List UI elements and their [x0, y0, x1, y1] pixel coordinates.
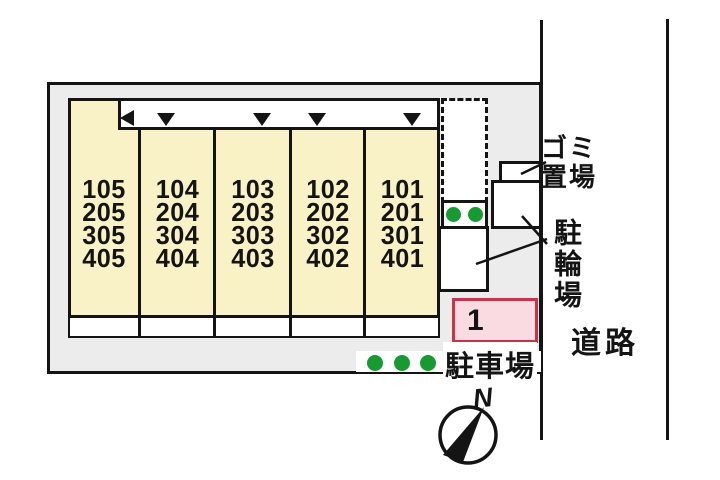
unit-number: 202	[306, 197, 350, 227]
down-triangle-icon	[253, 113, 271, 126]
compass-circle	[438, 405, 498, 465]
unit-number: 203	[231, 197, 275, 227]
unit-divider	[363, 130, 366, 336]
unit-column-104: 104 204 304 404	[141, 174, 214, 273]
shrub-dot-icon	[394, 355, 410, 371]
garbage-label-line2: 置場	[541, 162, 598, 192]
shrub-dot-icon	[420, 355, 436, 371]
unit-number: 201	[380, 197, 425, 227]
down-triangle-icon	[403, 113, 421, 126]
unit-number: 205	[82, 197, 126, 227]
unit-number: 404	[155, 243, 200, 273]
bicycle-parking-label: 駐輪場	[551, 218, 582, 311]
unit-column-101: 101 201 301 401	[366, 174, 439, 273]
unit-number: 403	[231, 243, 275, 273]
garbage-label-line1: ゴミ	[541, 133, 598, 163]
bicycle-parking-lower-box	[438, 226, 489, 292]
garbage-area-label: ゴミ 置場	[541, 134, 597, 192]
unit-number: 204	[155, 197, 200, 227]
shrub-dot-icon	[446, 207, 461, 222]
road-edge-line-outer	[666, 19, 669, 440]
balcony-strip	[70, 315, 438, 336]
parking-space-1: 1	[452, 298, 538, 343]
parking-space-number: 1	[467, 304, 484, 337]
unit-number: 302	[306, 220, 350, 250]
parking-lot-label: 駐車場	[443, 342, 538, 386]
compass-icon	[438, 405, 498, 465]
compass-needle	[443, 407, 484, 462]
bicycle-parking-upper-box	[491, 180, 542, 229]
unit-number: 305	[82, 220, 126, 250]
unit-divider	[138, 130, 141, 336]
unit-number: 101	[380, 174, 425, 204]
unit-number: 103	[231, 174, 275, 204]
unit-number: 301	[380, 220, 425, 250]
unit-column-105: 105 205 305 405	[69, 174, 139, 273]
unit-number: 405	[82, 243, 126, 273]
garbage-area-box	[499, 161, 542, 183]
unit-number: 303	[231, 220, 275, 250]
unit-column-102: 102 202 302 402	[292, 174, 364, 273]
unit-number: 105	[82, 174, 126, 204]
unit-number: 102	[306, 174, 350, 204]
unit-divider	[213, 130, 216, 336]
unit-number: 402	[306, 243, 350, 273]
unit-column-103: 103 203 303 403	[216, 174, 290, 273]
shrub-dot-icon	[367, 355, 383, 371]
compass-north-label: N	[471, 382, 494, 414]
unit-divider	[289, 130, 292, 336]
unit-number: 304	[155, 220, 200, 250]
dashed-approach-area	[441, 98, 488, 203]
left-triangle-icon	[120, 110, 134, 126]
unit-number: 104	[155, 174, 200, 204]
shrub-dot-icon	[468, 207, 483, 222]
building-outline	[68, 98, 440, 338]
down-triangle-icon	[308, 113, 326, 126]
road-label: 道路	[571, 327, 639, 360]
unit-number: 401	[380, 243, 425, 273]
down-triangle-icon	[157, 113, 175, 126]
